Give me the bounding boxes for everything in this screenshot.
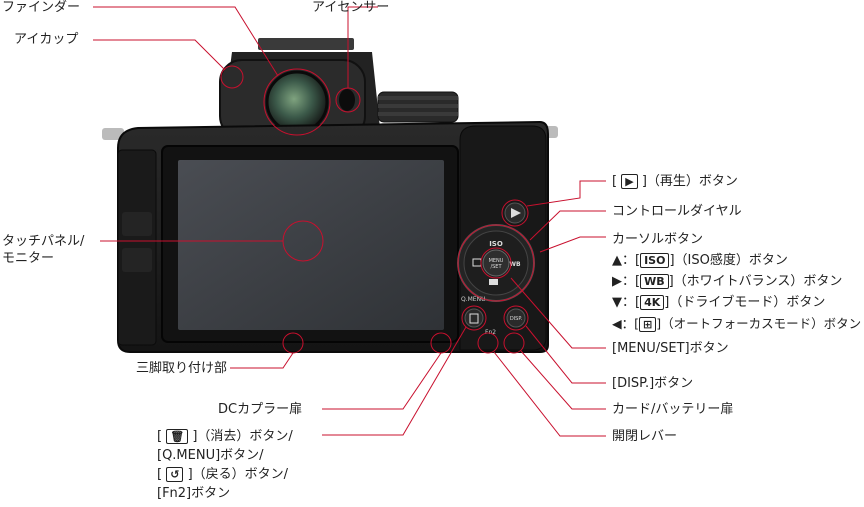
label-release-lever: 開閉レバー xyxy=(612,429,678,444)
label-delete-group: [ 🗑 ]（消去）ボタン/ [Q.MENU]ボタン/ [ ↺ ]（戻る）ボタン/… xyxy=(157,429,293,501)
label-touch-panel-1: タッチパネル/ xyxy=(2,234,85,249)
iso-icon: ISO xyxy=(640,253,670,268)
disp-button-shape xyxy=(506,308,526,328)
callout-circle-finder xyxy=(263,68,331,136)
label-touch-panel-2: モニター xyxy=(2,251,55,266)
label-touch-panel: タッチパネル/ モニター xyxy=(2,233,84,267)
callout-circle-lever xyxy=(477,332,499,354)
label-card-battery: カード/バッテリー扉 xyxy=(612,402,734,417)
callout-circle-disp xyxy=(503,305,529,331)
mark-menu: MENU xyxy=(489,258,504,264)
label-finder: ファインダー xyxy=(2,0,81,15)
callout-circle-eyecup xyxy=(220,65,244,89)
monitor-screen xyxy=(178,160,444,330)
label-dc-coupler: DCカプラー扉 xyxy=(218,402,303,417)
delete-button-shape xyxy=(464,308,484,328)
viewfinder-lens xyxy=(265,70,329,134)
callout-circle-card xyxy=(503,332,525,354)
mark-disp: DISP. xyxy=(510,316,523,322)
label-cursor-group: カーソルボタン ▲：[ISO]（ISO感度）ボタン ▶：[WB]（ホワイトバラン… xyxy=(612,232,862,332)
drive-mode-icon: 4K xyxy=(640,295,665,310)
menu-set-button-shape xyxy=(482,249,510,277)
mark-iso: ISO xyxy=(489,240,503,248)
mark-set: /SET xyxy=(490,264,502,270)
label-disp: [DISP.]ボタン xyxy=(612,376,694,391)
label-eye-sensor: アイセンサー xyxy=(312,0,390,15)
play-icon: ▶ xyxy=(621,174,638,189)
mark-fn2: Fn2 xyxy=(485,329,496,336)
mark-wb: WB xyxy=(509,261,521,268)
callout-circle-menuset xyxy=(480,247,512,279)
mark-qmenu: Q.MENU xyxy=(461,296,485,303)
trash-icon: 🗑 xyxy=(166,429,189,444)
label-tripod: 三脚取り付け部 xyxy=(136,361,228,376)
wb-icon: WB xyxy=(640,274,669,289)
label-eyecup: アイカップ xyxy=(14,32,79,47)
callout-circle-delete xyxy=(461,305,487,331)
callout-circle-playback xyxy=(501,199,529,227)
af-mode-icon: ⊞ xyxy=(639,317,657,332)
strap-lug-left xyxy=(102,128,124,140)
callout-circle-dial xyxy=(457,224,535,302)
back-arrow-icon: ↺ xyxy=(166,467,184,482)
eye-sensor xyxy=(339,89,355,111)
hot-shoe xyxy=(258,38,354,50)
label-menu-set: [MENU/SET]ボタン xyxy=(612,341,729,356)
label-control-dial: コントロールダイヤル xyxy=(612,204,742,219)
label-playback: [ ▶ ]（再生）ボタン xyxy=(612,174,738,189)
callout-lines xyxy=(93,6,606,437)
